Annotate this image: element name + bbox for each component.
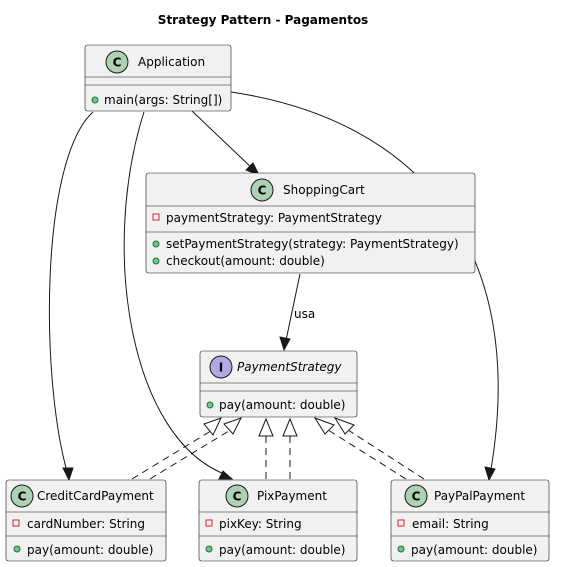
public-method-icon [152,240,160,248]
public-method-icon [152,257,160,265]
class-name: CreditCardPayment [37,489,154,503]
public-method-icon [206,401,214,409]
class-application[interactable]: C Application main(args: String[]) [84,44,232,112]
realization-triangle-creditcard-1 [203,417,222,436]
interface-name: PaymentStrategy [237,360,342,374]
public-method-icon [13,545,21,553]
class-shoppingcart[interactable]: C ShoppingCart paymentStrategy: PaymentS… [145,172,476,274]
method: pay(amount: double) [27,543,154,557]
realization-triangle-pix-2 [282,417,298,437]
class-badge-icon [105,50,129,74]
class-creditcardpayment[interactable]: C CreditCardPayment cardNumber: String p… [5,479,167,562]
diagram-title: Strategy Pattern - Pagamentos [158,13,368,27]
method: pay(amount: double) [219,543,346,557]
realization-triangle-paypal-2 [333,417,355,435]
realization-creditcard-2 [149,428,233,480]
interface-paymentstrategy[interactable]: I PaymentStrategy pay(amount: double) [199,350,358,418]
interface-badge-letter: I [219,361,223,375]
arrowhead-paypal [484,466,496,482]
realization-triangle-creditcard-2 [223,417,243,435]
class-badge-icon [250,178,274,202]
arrowhead-shoppingcart [245,162,261,176]
field: pixKey: String [219,517,302,531]
assoc-application-creditcard [48,111,94,476]
realization-paypal-1 [324,427,407,480]
method: pay(amount: double) [219,398,346,412]
realization-triangle-paypal-1 [313,417,335,435]
assoc-application-shoppingcart [191,110,255,171]
interface-badge-icon [209,355,233,379]
relations: usa [48,91,499,482]
method: setPaymentStrategy(strategy: PaymentStra… [166,237,459,251]
arrowhead-paymentstrategy [279,336,291,352]
field: email: String [412,517,489,531]
public-method-icon [205,545,213,553]
class-badge-letter: C [18,490,27,504]
assoc-application-paypal [230,91,499,476]
class-paypalpayment[interactable]: C PayPalPayment email: String pay(amount… [390,479,550,562]
method: main(args: String[]) [104,93,222,107]
class-name: PayPalPayment [434,489,525,503]
class-badge-icon [404,484,428,508]
field: paymentStrategy: PaymentStrategy [166,211,382,225]
method: checkout(amount: double) [166,254,325,268]
class-name: Application [138,55,205,69]
assoc-application-pix [123,111,228,476]
class-badge-letter: C [412,490,421,504]
uses-label: usa [294,307,315,321]
public-method-icon [397,545,405,553]
public-method-icon [91,96,99,104]
realization-paypal-2 [344,427,425,480]
private-field-icon [12,519,20,527]
class-name: PixPayment [257,489,327,503]
class-badge-letter: C [233,490,242,504]
realization-triangle-pix-1 [258,417,274,437]
field: cardNumber: String [27,517,145,531]
arrowhead-creditcard [62,467,74,482]
class-badge-icon [225,484,249,508]
private-field-icon [205,519,213,527]
method: pay(amount: double) [411,543,538,557]
private-field-icon [397,519,405,527]
realization-creditcard-1 [131,428,215,480]
class-badge-letter: C [258,184,267,198]
class-pixpayment[interactable]: C PixPayment pixKey: String pay(amount: … [198,479,358,562]
class-badge-letter: C [113,56,122,70]
assoc-shoppingcart-paymentstrategy [284,273,301,346]
arrowhead-pix [218,470,234,480]
class-name: ShoppingCart [283,183,365,197]
class-badge-icon [10,484,34,508]
private-field-icon [152,213,160,221]
